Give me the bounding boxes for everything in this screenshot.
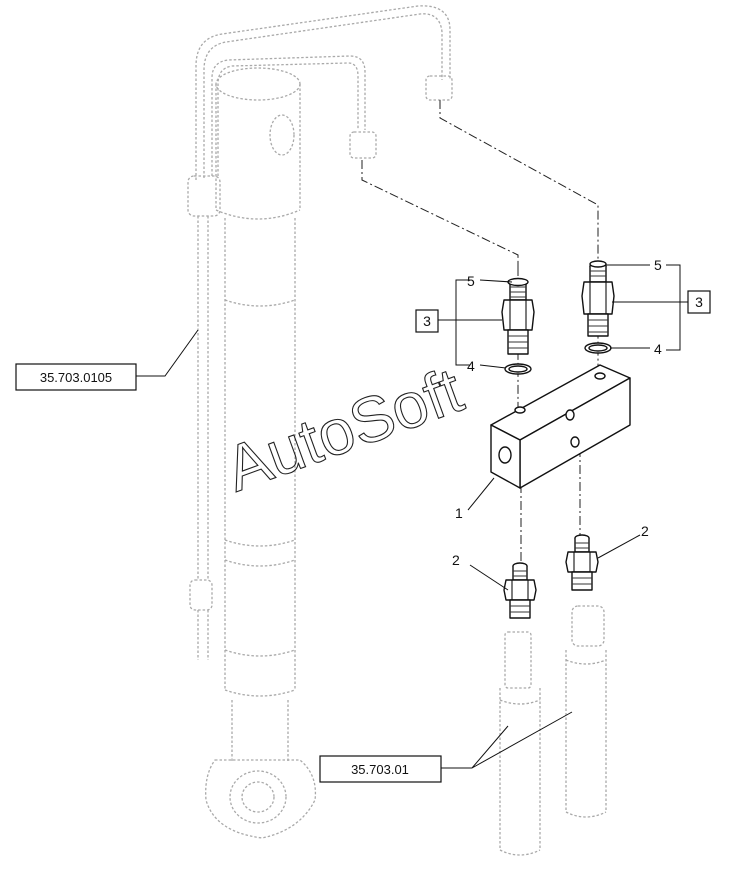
reference-text-upper: 35.703.0105 [40, 370, 112, 385]
hoses-outline [499, 605, 607, 856]
adapter-lower-right [565, 534, 599, 591]
leader-lines [136, 264, 688, 769]
autosoft-watermark: AutoSoft [216, 353, 472, 505]
callout-4-left: 4 [467, 358, 475, 374]
callout-5-left: 5 [467, 273, 475, 289]
valve-block [490, 364, 631, 489]
callout-3-right-box: 3 [687, 290, 711, 314]
reference-text-lower: 35.703.01 [351, 762, 409, 777]
reference-label-lower[interactable]: 35.703.01 [319, 755, 442, 783]
callout-1: 1 [455, 505, 463, 521]
callout-4-right: 4 [654, 341, 662, 357]
o-ring-upper-right-5 [589, 260, 607, 268]
o-ring-lower-left-4 [504, 363, 532, 375]
callout-2-right: 2 [641, 523, 649, 539]
hydraulic-pipes-outline [195, 5, 453, 660]
o-ring-lower-right-4 [584, 342, 612, 354]
callout-3-left: 3 [423, 313, 431, 329]
callout-3-right: 3 [695, 294, 703, 310]
reference-label-upper[interactable]: 35.703.0105 [15, 363, 137, 391]
fitting-upper-left [501, 262, 535, 355]
callout-5-right: 5 [654, 257, 662, 273]
callout-2-left: 2 [452, 552, 460, 568]
fitting-upper-right [581, 262, 615, 337]
adapter-lower-left [503, 562, 537, 619]
callout-3-left-box: 3 [415, 309, 439, 333]
